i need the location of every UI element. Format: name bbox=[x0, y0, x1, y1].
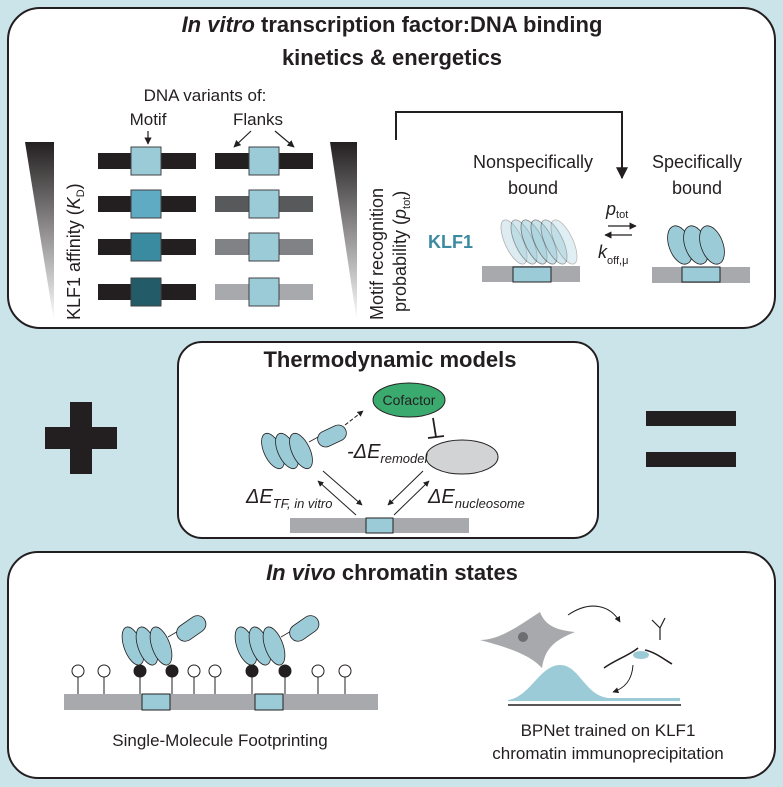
recognition-arrow bbox=[395, 111, 628, 180]
remodel-energy-label: -ΔEremodel bbox=[347, 441, 429, 466]
methylated-site-icon bbox=[165, 664, 179, 678]
cofactor-label: Cofactor bbox=[383, 392, 436, 408]
specific-bound-illustration bbox=[652, 225, 750, 283]
nucleosome-binding-arrow bbox=[387, 470, 424, 506]
unmethylated-site-icon bbox=[208, 664, 222, 678]
top-panel: In vitro transcription factor:DNA bindin… bbox=[7, 7, 776, 329]
unmethylated-site-icon bbox=[187, 664, 201, 678]
nonspecific-label-line2: bound bbox=[508, 178, 558, 198]
bottom-panel: In vivo chromatin states Single-Molecule… bbox=[7, 551, 776, 779]
smf-label: Single-Molecule Footprinting bbox=[112, 731, 327, 750]
motif-box bbox=[365, 517, 394, 534]
methylated-site-icon bbox=[133, 664, 147, 678]
unmethylated-site-icon bbox=[71, 664, 85, 678]
flank-variant-motif-box bbox=[248, 232, 280, 262]
motif-variant-box bbox=[130, 189, 162, 219]
cofactor-recruit-arrow bbox=[344, 410, 364, 426]
flanks-label: Flanks bbox=[233, 110, 283, 129]
flank-variant-motif-box bbox=[248, 189, 280, 219]
bottom-panel-title: In vivo chromatin states bbox=[266, 560, 518, 585]
middle-panel-title: Thermodynamic models bbox=[263, 347, 516, 372]
forward-rate-label: ptot bbox=[605, 199, 628, 221]
top-panel-title-line2: kinetics & energetics bbox=[282, 45, 502, 70]
equals-icon bbox=[646, 411, 736, 467]
bpnet-label-line1: BPNet trained on KLF1 bbox=[521, 721, 696, 740]
motif-variant-box bbox=[130, 232, 162, 262]
plus-icon bbox=[45, 402, 117, 474]
recognition-gradient-triangle bbox=[330, 142, 357, 322]
middle-panel: Thermodynamic models Cofactor -ΔEremodel… bbox=[177, 341, 599, 539]
inhibition-bar bbox=[427, 417, 445, 439]
specific-label-line2: bound bbox=[672, 178, 722, 198]
tf-unbinding-arrow bbox=[317, 480, 357, 516]
cofactor-ellipse bbox=[372, 382, 446, 418]
nucleosome-unbinding-arrow bbox=[393, 480, 430, 516]
flank-arrow-right bbox=[274, 130, 295, 148]
specific-label-line1: Specifically bbox=[652, 152, 742, 172]
cell-icon bbox=[480, 612, 575, 668]
reverse-rate-label: koff,μ bbox=[598, 242, 628, 267]
motif-label: Motif bbox=[130, 110, 167, 129]
tf-illustration bbox=[261, 424, 347, 470]
affinity-axis-label: KLF1 affinity (KD) bbox=[64, 183, 87, 320]
motif-variant-box bbox=[130, 146, 162, 176]
top-panel-title: In vitro transcription factor:DNA bindin… bbox=[182, 12, 603, 37]
dna-variants-label: DNA variants of: bbox=[144, 86, 267, 105]
nucleosome-energy-label: ΔEnucleosome bbox=[427, 486, 525, 511]
tf-binding-arrow bbox=[322, 470, 363, 506]
nucleosome-ellipse bbox=[425, 439, 499, 475]
recognition-axis-label-line2: probability (ptot) bbox=[390, 191, 413, 312]
klf1-label: KLF1 bbox=[428, 232, 473, 252]
unmethylated-site-icon bbox=[97, 664, 111, 678]
bpnet-label-line2: chromatin immunoprecipitation bbox=[492, 744, 724, 763]
nonspecific-label-line1: Nonspecifically bbox=[473, 152, 593, 172]
flank-arrow-left bbox=[233, 130, 252, 148]
unmethylated-site-icon bbox=[338, 664, 352, 678]
methylated-site-icon bbox=[245, 664, 259, 678]
flank-variant-motif-box bbox=[248, 146, 280, 176]
tf-energy-label: ΔETF, in vitro bbox=[245, 486, 332, 511]
unmethylated-site-icon bbox=[311, 664, 325, 678]
nonspecific-bound-illustration bbox=[482, 219, 580, 283]
recognition-axis-label-line1: Motif recognition bbox=[367, 188, 387, 320]
affinity-gradient-triangle bbox=[25, 142, 54, 322]
dna-variant-rows bbox=[98, 146, 313, 307]
chip-illustration bbox=[480, 605, 681, 706]
flank-variant-motif-box bbox=[248, 277, 280, 307]
methylated-site-icon bbox=[278, 664, 292, 678]
motif-variant-box bbox=[130, 277, 162, 307]
smf-illustration bbox=[64, 615, 378, 711]
